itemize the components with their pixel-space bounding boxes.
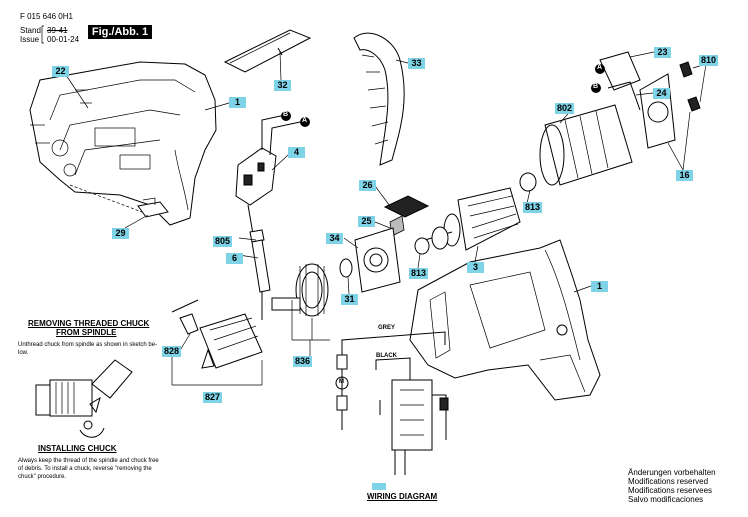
installing-chuck-title: INSTALLING CHUCK bbox=[38, 444, 117, 453]
part-tag-813-lower: 813 bbox=[409, 268, 429, 279]
wiring-diagram-drawing bbox=[335, 331, 449, 475]
stand-label: Stand bbox=[20, 26, 41, 35]
wire-label-grey: GREY bbox=[378, 325, 396, 331]
installing-chuck-text-line3: chuck" procedure. bbox=[18, 474, 67, 480]
chuck-and-key-drawing bbox=[171, 299, 263, 369]
issue-label: Issue bbox=[20, 35, 40, 44]
field-coil-drawing bbox=[539, 104, 633, 186]
connector-b-label-right: B bbox=[593, 83, 599, 90]
stand-value: 39-41 bbox=[47, 26, 68, 35]
connector-b-label-left: B bbox=[283, 111, 289, 118]
modifications-notice-de: Änderungen vorbehalten bbox=[628, 468, 716, 477]
part-tag-3: 3 bbox=[467, 262, 484, 273]
part-tag-828: 828 bbox=[162, 346, 182, 357]
assembled-drill-drawing bbox=[409, 239, 601, 401]
part-tag-25: 25 bbox=[358, 216, 375, 227]
issue-value: 00-01-24 bbox=[47, 35, 80, 44]
removing-chuck-text-line2: low. bbox=[18, 350, 29, 356]
part-tag-22: 22 bbox=[52, 66, 69, 77]
leader-lines bbox=[65, 51, 707, 386]
connector-b-marker-right bbox=[591, 83, 601, 93]
removing-chuck-text-line1: Unthread chuck from spindle as shown in … bbox=[18, 342, 158, 348]
switch-lock-button-drawing bbox=[137, 197, 169, 218]
part-tag-31: 31 bbox=[341, 294, 358, 305]
handle-grip-insert-drawing bbox=[353, 32, 405, 166]
wiring-tag-blank bbox=[372, 483, 386, 490]
part-tag-24: 24 bbox=[653, 88, 670, 99]
gear-spindle-drawing bbox=[271, 258, 353, 340]
removing-chuck-title-line2: FROM SPINDLE bbox=[56, 328, 117, 337]
power-cord-drawing bbox=[249, 229, 271, 320]
part-tag-32: 32 bbox=[274, 80, 291, 91]
connector-a-marker-left bbox=[300, 117, 310, 127]
motor-symbol: M bbox=[339, 379, 344, 385]
removing-chuck-title-line1: REMOVING THREADED CHUCK bbox=[28, 319, 150, 328]
connector-a-label-right: A bbox=[597, 64, 603, 71]
connector-a-label-left: A bbox=[302, 117, 308, 124]
bearing-plate-drawing bbox=[354, 227, 401, 293]
wire-label-black: BLACK bbox=[376, 353, 397, 359]
part-tag-26: 26 bbox=[359, 180, 376, 191]
part-tag-1-drill: 1 bbox=[591, 281, 608, 292]
part-tag-34: 34 bbox=[326, 233, 343, 244]
connector-a-marker-right bbox=[595, 64, 605, 74]
housing-half-left-drawing bbox=[29, 61, 217, 226]
part-tag-23: 23 bbox=[654, 47, 671, 58]
part-tag-16: 16 bbox=[676, 170, 693, 181]
part-tag-29: 29 bbox=[112, 228, 129, 239]
figure-label: Fig./Abb. 1 bbox=[88, 25, 152, 39]
installing-chuck-text-line2: of debris. To install a chuck, reverse "… bbox=[18, 466, 152, 472]
part-tag-4: 4 bbox=[288, 147, 305, 158]
part-tag-1-housing: 1 bbox=[229, 97, 246, 108]
part-tag-810: 810 bbox=[699, 55, 719, 66]
modifications-notice-es: Salvo modificaciones bbox=[628, 495, 704, 504]
removing-chuck-sketch bbox=[35, 359, 133, 438]
part-tag-802: 802 bbox=[555, 103, 575, 114]
document-number: F 015 646 0H1 bbox=[20, 12, 73, 21]
part-tag-836: 836 bbox=[293, 356, 313, 367]
nameplate-drawing bbox=[223, 29, 312, 73]
switch-drawing bbox=[235, 114, 301, 241]
installing-chuck-text-line1: Always keep the thread of the spindle an… bbox=[18, 458, 159, 464]
modifications-notice-en: Modifications reserved bbox=[628, 477, 709, 486]
modifications-notice: Änderungen vorbehalten Modifications res… bbox=[628, 468, 716, 504]
part-tag-827: 827 bbox=[203, 392, 223, 403]
part-tag-813-upper: 813 bbox=[523, 202, 543, 213]
part-tag-805: 805 bbox=[213, 236, 233, 247]
armature-drawing bbox=[414, 172, 537, 255]
part-tag-33: 33 bbox=[408, 58, 425, 69]
connector-b-marker-left bbox=[281, 111, 291, 121]
wiring-diagram-title: WIRING DIAGRAM bbox=[367, 492, 438, 501]
part-tag-6: 6 bbox=[226, 253, 243, 264]
modifications-notice-fr: Modifications reservees bbox=[628, 486, 713, 495]
